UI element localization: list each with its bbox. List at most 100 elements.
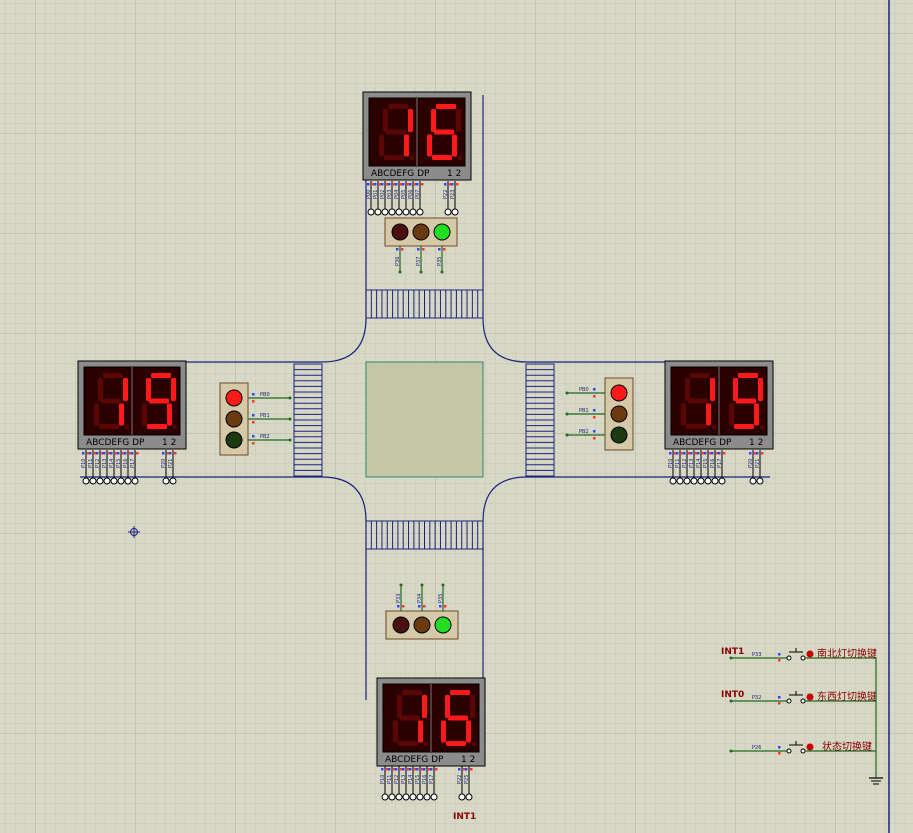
pin-terminal[interactable] xyxy=(416,793,424,801)
bottom-net-label: INT1 xyxy=(453,812,476,822)
digit-label: 1 2 xyxy=(162,438,176,448)
pin-terminal[interactable] xyxy=(704,477,712,485)
segment-f xyxy=(98,378,103,401)
segment-d xyxy=(384,155,404,160)
pin-terminal[interactable] xyxy=(409,208,417,216)
pin-terminal[interactable] xyxy=(381,208,389,216)
probe-marker[interactable] xyxy=(128,526,140,538)
pin-terminal[interactable] xyxy=(82,477,90,485)
pin-label: P05 xyxy=(401,190,407,199)
pin-terminal[interactable] xyxy=(89,477,97,485)
light-pin-label: P36 xyxy=(395,257,401,266)
pin-label: P00 xyxy=(366,190,372,199)
segment-b xyxy=(710,378,715,401)
pin-terminal[interactable] xyxy=(711,477,719,485)
pin-terminal[interactable] xyxy=(676,477,684,485)
pin-terminal[interactable] xyxy=(416,208,424,216)
pin-terminal[interactable] xyxy=(451,208,459,216)
segment-g xyxy=(149,398,169,404)
pin-label: P12 xyxy=(682,459,688,468)
pin-terminal[interactable] xyxy=(402,208,410,216)
lamp-yellow xyxy=(412,223,430,241)
ground-icon xyxy=(869,777,883,785)
pin-label: P20 xyxy=(161,459,167,468)
light-pin-label: PB1 xyxy=(260,413,270,419)
pin-terminal[interactable] xyxy=(669,477,677,485)
pin-terminal[interactable] xyxy=(96,477,104,485)
light-pin-label: P33 xyxy=(396,594,402,603)
pin-terminal[interactable] xyxy=(110,477,118,485)
segment-e xyxy=(681,403,686,426)
button-knob[interactable] xyxy=(806,693,814,701)
pin-terminal[interactable] xyxy=(697,477,705,485)
pin-terminal[interactable] xyxy=(430,793,438,801)
pin-terminal[interactable] xyxy=(117,477,125,485)
pin-terminal[interactable] xyxy=(388,208,396,216)
pin-label: P23 xyxy=(450,190,456,199)
pin-terminal[interactable] xyxy=(381,793,389,801)
pin-terminal[interactable] xyxy=(388,793,396,801)
pin-label: P12 xyxy=(394,775,400,784)
segment-dp xyxy=(173,425,177,429)
segment-d xyxy=(99,424,119,429)
pin-label: P21 xyxy=(755,459,761,468)
pin-terminal[interactable] xyxy=(124,477,132,485)
lamp-green xyxy=(610,426,628,444)
segment-g xyxy=(688,398,708,404)
pin-label: P10 xyxy=(668,459,674,468)
pin-terminal[interactable] xyxy=(683,477,691,485)
light-pin-label: PB0 xyxy=(579,387,589,393)
pin-terminal[interactable] xyxy=(131,477,139,485)
button-label: 状态切换键 xyxy=(822,740,872,753)
pin-terminal[interactable] xyxy=(169,477,177,485)
segment-d xyxy=(734,424,754,429)
segment-a xyxy=(450,690,470,695)
button-knob[interactable] xyxy=(806,743,814,751)
pin-label: P20 xyxy=(748,459,754,468)
pin-terminal[interactable] xyxy=(423,793,431,801)
pin-terminal[interactable] xyxy=(374,208,382,216)
pin-terminal[interactable] xyxy=(367,208,375,216)
button-pin-label: P33 xyxy=(752,652,761,658)
pin-terminal[interactable] xyxy=(756,477,764,485)
button-knob[interactable] xyxy=(806,650,814,658)
segment-g xyxy=(736,398,756,404)
pin-terminal[interactable] xyxy=(395,208,403,216)
pin-terminal[interactable] xyxy=(103,477,111,485)
pin-label: P15 xyxy=(116,459,122,468)
pin-terminal[interactable] xyxy=(465,793,473,801)
pin-terminal[interactable] xyxy=(690,477,698,485)
segment-dp xyxy=(760,425,764,429)
pin-terminal[interactable] xyxy=(395,793,403,801)
pin-label: P07 xyxy=(415,190,421,199)
segment-e xyxy=(427,134,432,157)
pin-terminal[interactable] xyxy=(402,793,410,801)
pin-label: P17 xyxy=(717,459,723,468)
pin-terminal[interactable] xyxy=(444,208,452,216)
segment-dp xyxy=(472,742,476,746)
pin-terminal[interactable] xyxy=(458,793,466,801)
segment-c xyxy=(452,134,457,157)
segment-e xyxy=(94,403,99,426)
pin-terminal[interactable] xyxy=(749,477,757,485)
segment-b xyxy=(758,378,763,401)
pin-terminal[interactable] xyxy=(718,477,726,485)
pin-terminal[interactable] xyxy=(409,793,417,801)
pin-terminal[interactable] xyxy=(162,477,170,485)
pin-label: P15 xyxy=(703,459,709,468)
